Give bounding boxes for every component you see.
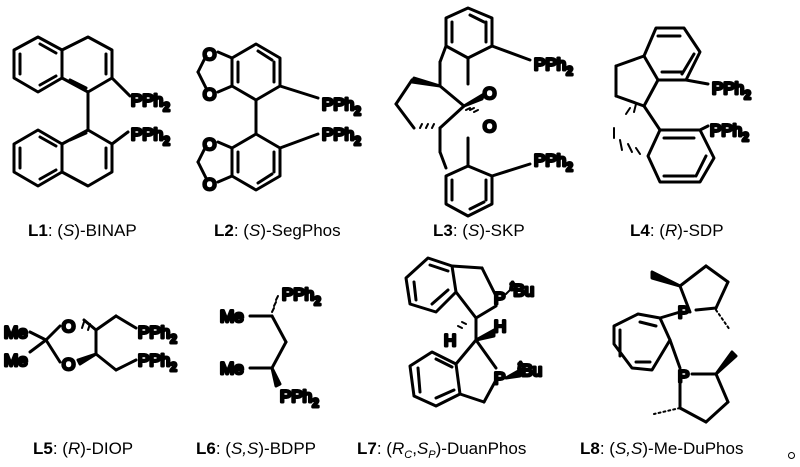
l2-pph2-lower: PPh2 xyxy=(322,125,361,148)
l8-p-upper: P xyxy=(678,303,689,322)
label-l1: L1: (S)-BINAP xyxy=(28,221,137,240)
l4-pph2-upper: PPh2 xyxy=(712,79,751,102)
structure-l7-duanphos xyxy=(404,256,522,408)
l7-tbu-upper: tBu xyxy=(510,279,534,300)
label-l8: L8: (S,S)-Me-DuPhos xyxy=(580,439,744,458)
l7-p-lower: P xyxy=(494,369,505,388)
l3-pph2-upper: PPh2 xyxy=(534,55,573,78)
structure-l3-skp xyxy=(394,6,532,218)
structure-l2-segphos xyxy=(196,42,320,192)
structure-l1-binap xyxy=(12,35,132,188)
l8-p-lower: P xyxy=(678,367,689,386)
l3-o-1: O xyxy=(483,84,496,103)
l5-me-upper: Me xyxy=(4,323,28,342)
l6-me-lower: Me xyxy=(220,359,244,378)
structure-l6-bdpp xyxy=(248,295,288,388)
l5-pph2-upper: PPh2 xyxy=(138,323,177,346)
l2-o-3: O xyxy=(203,135,216,154)
l7-h-left: H xyxy=(444,331,456,350)
l7-p-upper: P xyxy=(494,289,505,308)
l2-pph2-upper: PPh2 xyxy=(322,95,361,118)
l3-pph2-lower: PPh2 xyxy=(534,151,573,174)
label-l7: L7: (RC,SP)-DuanPhos xyxy=(357,439,527,461)
structure-l4-sdp xyxy=(613,26,716,184)
l6-me-upper: Me xyxy=(220,307,244,326)
l7-h-right: H xyxy=(494,317,506,336)
l3-o-2: O xyxy=(483,117,496,136)
label-l6: L6: (S,S)-BDPP xyxy=(196,439,316,458)
l5-o-lower: O xyxy=(62,355,75,374)
end-mark xyxy=(788,452,795,459)
l2-o-1: O xyxy=(203,45,216,64)
label-l3: L3: (S)-SKP xyxy=(433,221,525,240)
l6-pph2-upper: PPh2 xyxy=(282,285,321,308)
l6-pph2-lower: PPh2 xyxy=(280,387,319,410)
l1-pph2-lower: PPh2 xyxy=(131,125,170,148)
l1-pph2-upper: PPh2 xyxy=(131,91,170,114)
l2-o-2: O xyxy=(203,85,216,104)
l5-me-lower: Me xyxy=(4,351,28,370)
l2-o-4: O xyxy=(203,175,216,194)
l5-pph2-lower: PPh2 xyxy=(138,351,177,374)
label-l5: L5: (R)-DIOP xyxy=(33,439,134,458)
structure-l5-diop xyxy=(28,314,138,372)
l7-tbu-lower: tBu xyxy=(518,359,542,380)
label-l4: L4: (R)-SDP xyxy=(630,221,724,240)
label-l2: L2: (S)-SegPhos xyxy=(214,221,341,240)
l5-o-upper: O xyxy=(62,317,75,336)
structure-l8-medupohos xyxy=(612,264,738,424)
l4-pph2-lower: PPh2 xyxy=(710,121,749,144)
